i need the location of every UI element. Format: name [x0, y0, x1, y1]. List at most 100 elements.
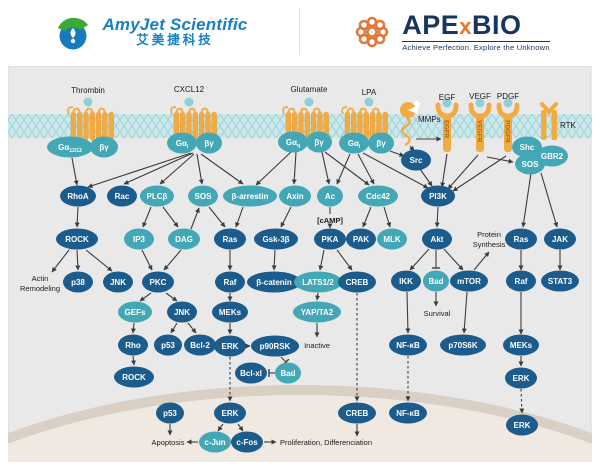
pathway-edge	[71, 157, 79, 186]
svg-text:MEKs: MEKs	[510, 341, 533, 350]
apexbio-logo: APExBIO Achieve Perfection. Explore the …	[300, 0, 600, 63]
pathway-edge	[362, 206, 372, 228]
node-stat3: STAT3	[541, 270, 579, 292]
label-thrombin: Thrombin	[71, 86, 105, 95]
svg-text:ERK: ERK	[513, 374, 530, 383]
amyjet-logo: AmyJet Scientific 艾美捷科技	[0, 0, 300, 63]
pathway-edge	[237, 423, 244, 432]
label-inactive: Inactive	[304, 341, 330, 350]
node-meks: MEKs	[503, 334, 539, 356]
pathway-edge	[200, 153, 244, 185]
apexbio-tagline: Achieve Perfection. Explore the Unknown	[402, 40, 550, 52]
label-apoptosis: Apoptosis	[152, 438, 185, 447]
label-rtk: RTK	[560, 121, 577, 130]
svg-text:JNK: JNK	[174, 308, 190, 317]
pathway-edge	[362, 152, 429, 189]
svg-text:Ras: Ras	[223, 235, 238, 244]
pathway-edge	[74, 206, 80, 228]
svg-text:ERK: ERK	[222, 342, 239, 351]
label-mmps: MMPs	[418, 115, 441, 124]
svg-text:VEGFR: VEGFR	[476, 120, 483, 143]
node-rho: Rho	[118, 334, 148, 356]
svg-text:Axin: Axin	[286, 192, 303, 201]
label-egf: EGF	[439, 93, 456, 102]
pathway-edge	[271, 249, 277, 271]
pathway-edge	[383, 206, 392, 228]
pathway-edge	[434, 206, 440, 228]
svg-text:p70S6K: p70S6K	[448, 341, 478, 350]
node-jak: JAK	[544, 228, 576, 250]
svg-text:βγ: βγ	[314, 138, 324, 147]
node-creb: CREB	[338, 402, 376, 424]
ligand-dot	[304, 97, 314, 107]
node-g-: Gαq	[278, 131, 308, 153]
node-ac: Ac	[317, 185, 343, 207]
pathway-edge	[440, 153, 448, 188]
svg-text:Raf: Raf	[515, 277, 528, 286]
svg-text:Gαi: Gαi	[176, 139, 189, 150]
node-yap-ta2: YAP/TA2	[293, 301, 341, 323]
svg-text:PKA: PKA	[322, 235, 339, 244]
pathway-edge	[409, 248, 430, 271]
svg-text:Ac: Ac	[325, 192, 336, 201]
pathway-edge	[519, 388, 525, 414]
ligand-dot	[442, 98, 452, 108]
pathway-edge	[419, 168, 433, 187]
svg-text:ROCK: ROCK	[122, 373, 146, 382]
svg-text:Bcl-2: Bcl-2	[190, 341, 210, 350]
label-survival: Survival	[424, 309, 451, 318]
svg-text:β-catenin: β-catenin	[256, 278, 292, 287]
node-meks: MEKs	[212, 301, 248, 323]
pathway-edge	[130, 322, 136, 334]
node-bcl-2: Bcl-2	[184, 334, 216, 356]
pathway-edge	[315, 292, 321, 301]
svg-text:βγ: βγ	[376, 139, 386, 148]
pathway-edge	[405, 291, 411, 334]
svg-text:ROCK: ROCK	[65, 235, 89, 244]
svg-text:MLK: MLK	[383, 235, 401, 244]
pathway-edge	[162, 206, 179, 228]
pdgfr-receptor: PDGFR	[496, 102, 520, 152]
gpcr-receptor	[170, 106, 217, 145]
node--catenin: β-catenin	[247, 271, 301, 293]
amyjet-title: AmyJet Scientific	[102, 14, 248, 34]
pathway-edge	[141, 249, 153, 271]
svg-text:PAK: PAK	[353, 235, 370, 244]
svg-text:ERK: ERK	[514, 421, 531, 430]
apexbio-logo-icon	[355, 16, 389, 47]
node-rock: ROCK	[114, 366, 154, 388]
node-p90rsk: p90RSK	[251, 335, 299, 357]
svg-text:Gαi: Gαi	[348, 139, 361, 150]
svg-text:RhoA: RhoA	[67, 192, 89, 201]
node-shc: Shc	[512, 136, 542, 158]
node-p38: p38	[63, 271, 93, 293]
pathway-edge	[461, 291, 468, 334]
label-lpa: LPA	[362, 88, 377, 97]
node-rhoa: RhoA	[60, 185, 96, 207]
pathway-edge	[87, 152, 192, 188]
label-remodeling: Remodeling	[20, 284, 60, 293]
node-c-fos: c-Fos	[231, 431, 263, 453]
svg-text:PKC: PKC	[150, 278, 167, 287]
svg-text:IKK: IKK	[399, 277, 413, 286]
svg-text:GEFs: GEFs	[125, 308, 146, 317]
svg-text:MEKs: MEKs	[219, 308, 242, 317]
svg-text:JNK: JNK	[110, 278, 126, 287]
svg-text:Akt: Akt	[431, 235, 444, 244]
node--: βγ	[196, 132, 222, 154]
node-ras: Ras	[505, 228, 537, 250]
svg-text:β-arrestin: β-arrestin	[232, 192, 269, 201]
node-ip3: IP3	[124, 228, 154, 250]
node-g-: Gαi	[167, 132, 197, 154]
ligand-dot	[364, 97, 374, 107]
svg-text:p53: p53	[163, 409, 177, 418]
pathway-edge	[190, 207, 200, 230]
svg-text:GBR2: GBR2	[541, 152, 564, 161]
svg-text:p53: p53	[161, 341, 175, 350]
amyjet-logo-icon	[58, 17, 89, 49]
pathway-edge	[443, 248, 464, 271]
svg-text:Raf: Raf	[224, 278, 237, 287]
